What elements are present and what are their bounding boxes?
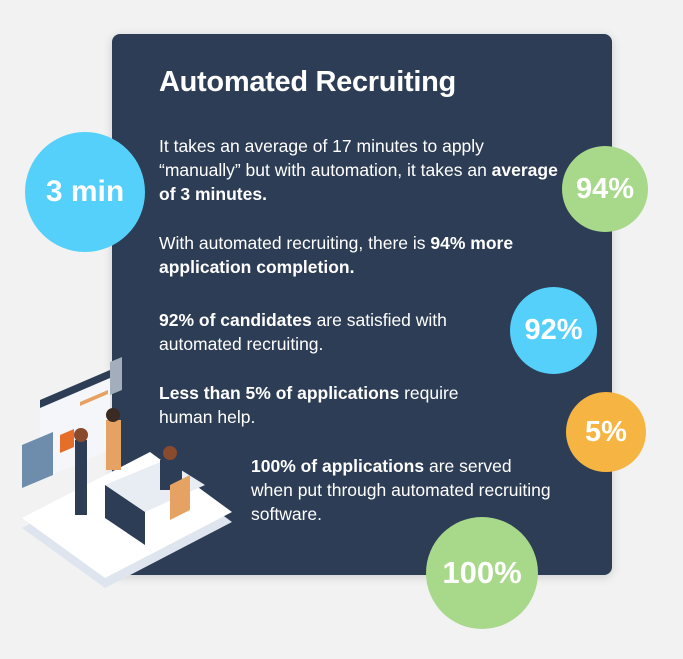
stat-text-human-help: Less than 5% of applications require hum… bbox=[159, 381, 509, 429]
chart-panel bbox=[22, 432, 53, 488]
person-orange bbox=[106, 420, 121, 470]
person-standing bbox=[75, 440, 87, 515]
screen-tile bbox=[60, 429, 74, 453]
stat-text-time: It takes an average of 17 minutes to app… bbox=[159, 134, 559, 206]
badge-94-percent: 94% bbox=[562, 146, 648, 232]
stat-text-satisfaction: 92% of candidates are satisfied with aut… bbox=[159, 308, 504, 356]
card-title: Automated Recruiting bbox=[159, 66, 456, 98]
stat-text-completion: With automated recruiting, there is 94% … bbox=[159, 231, 589, 279]
stat-text-served: 100% of applications are served when put… bbox=[251, 454, 556, 526]
badge-5-percent: 5% bbox=[566, 392, 646, 472]
chair bbox=[170, 475, 190, 520]
stat-text: are served when put through automated re… bbox=[251, 456, 551, 524]
badge-92-percent: 92% bbox=[510, 287, 597, 374]
stat-highlight: 94% more application completion. bbox=[159, 233, 514, 277]
stat-highlight: 92% of candidates bbox=[159, 310, 312, 330]
badge-3-min: 3 min bbox=[25, 132, 145, 252]
stat-highlight: 100% of applications bbox=[251, 456, 425, 476]
stat-text: require human help. bbox=[159, 383, 459, 427]
stat-text: With automated recruiting, there is bbox=[159, 233, 431, 253]
stat-highlight: average of 3 minutes. bbox=[159, 160, 558, 204]
office-illustration bbox=[22, 357, 232, 588]
badge-100-percent: 100% bbox=[426, 517, 538, 629]
stat-text: It takes an average of 17 minutes to app… bbox=[159, 136, 492, 180]
stat-highlight: Less than 5% of applications bbox=[159, 383, 400, 403]
stat-text: are satisfied with automated recruiting. bbox=[159, 310, 447, 354]
